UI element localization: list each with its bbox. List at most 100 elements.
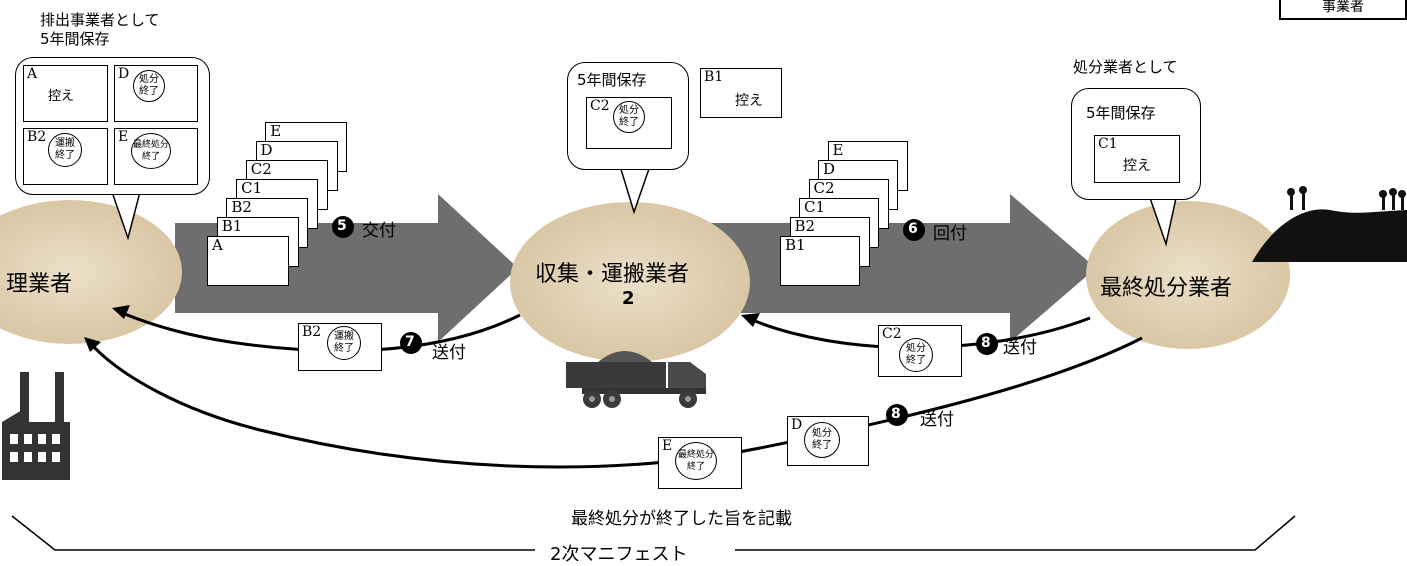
doc-code: C2 <box>882 326 902 342</box>
stamp-line1: 最終処分 <box>677 450 714 460</box>
step-6-number: 6 <box>908 221 918 237</box>
stamp-line1: 処分 <box>906 343 926 354</box>
sheet-code: B1 <box>785 236 806 254</box>
final-disposal-note: 最終処分が終了した旨を記載 <box>571 509 792 529</box>
doc-sub: 控え <box>735 93 763 109</box>
step-6-circle <box>903 219 925 241</box>
emitter-keep-label-1: 排出事業者として <box>40 11 160 29</box>
step-6-text: 回付 <box>933 224 967 244</box>
doc-sent-C2: C2 処分 終了 <box>878 325 962 377</box>
doc-emitter-B2: B2 運搬 終了 <box>23 128 108 185</box>
doc-code: D <box>118 66 130 82</box>
disposer-keep-label: 5年間保存 <box>1086 104 1156 122</box>
doc-code: D <box>791 417 803 433</box>
flow-arrow-2 <box>700 194 1096 342</box>
doc-carrier-B1: B1 控え <box>700 68 782 118</box>
stamp-line1: 処分 <box>139 74 159 85</box>
node-ellipse-left <box>0 200 182 344</box>
sheet-code: E <box>270 122 282 140</box>
stamp-line2: 終了 <box>619 117 639 128</box>
doc-code: E <box>118 129 129 145</box>
step-8a-circle <box>976 333 998 355</box>
step-5-text: 交付 <box>362 221 396 241</box>
truck-icon <box>566 351 706 408</box>
doc-code: E <box>662 438 673 454</box>
stamp: 運搬 終了 <box>327 326 361 360</box>
stamp-line1: 処分 <box>812 428 832 439</box>
step-5-circle <box>332 216 354 238</box>
disposer-storage-bubble: 5年間保存 C1 控え <box>1071 88 1201 200</box>
doc-code: B2 <box>302 324 322 340</box>
stamp-line2: 終了 <box>139 86 159 97</box>
stamp: 運搬 終了 <box>48 133 82 167</box>
sheet-code: C1 <box>804 198 826 216</box>
emitter-storage-bubble: A 控え D 処分 終了 B2 運搬 終了 E 最終処分 終了 <box>15 57 210 195</box>
node-emitter-label: 理業者 <box>6 272 73 297</box>
return-arrowhead-8a <box>741 313 760 327</box>
step-8b-circle <box>886 404 908 426</box>
return-line-8b <box>90 336 1143 469</box>
step-5-number: 5 <box>337 218 347 234</box>
doc-disposer-C1: C1 控え <box>1094 135 1180 183</box>
stamp: 最終処分 終了 <box>675 442 717 480</box>
forwarded-manifest-sheet: B1 <box>780 236 860 286</box>
factory-icon <box>2 372 70 480</box>
step-8b-text: 送付 <box>920 410 954 430</box>
doc-code: A <box>27 66 38 82</box>
doc-code: C2 <box>590 98 610 114</box>
node-ellipse-middle <box>510 202 750 362</box>
doc-sent-B2: B2 運搬 終了 <box>298 323 382 371</box>
carrier-storage-bubble: 5年間保存 C2 処分 終了 <box>567 62 689 170</box>
node-carrier-number: 2 <box>622 288 635 309</box>
doc-sub: 控え <box>48 89 75 104</box>
stamp: 処分 終了 <box>613 101 645 133</box>
emitter-keep-label-2: 5年間保存 <box>40 30 110 48</box>
doc-emitter-D: D 処分 終了 <box>114 65 198 122</box>
doc-code: C1 <box>1098 136 1118 152</box>
return-arrowhead-8b <box>84 337 101 352</box>
step-8b-number: 8 <box>891 406 901 422</box>
stamp: 処分 終了 <box>133 70 165 102</box>
doc-emitter-A: A 控え <box>23 65 108 122</box>
sheet-code: B2 <box>231 198 252 216</box>
doc-emitter-E: E 最終処分 終了 <box>114 128 198 185</box>
stamp-line1: 最終処分 <box>132 140 169 150</box>
return-line-7 <box>119 310 521 353</box>
stamp-line2: 終了 <box>906 355 926 366</box>
sheet-code: C1 <box>241 179 263 197</box>
sheet-code: C2 <box>813 179 835 197</box>
disposer-as-label: 処分業者として <box>1073 58 1178 76</box>
node-disposer-label: 最終処分業者 <box>1100 276 1233 301</box>
doc-sub: 控え <box>1123 158 1151 174</box>
stamp: 処分 終了 <box>804 422 840 458</box>
sheet-code: A <box>212 236 223 254</box>
return-arrowhead-7 <box>112 305 130 319</box>
doc-code: B1 <box>704 69 724 85</box>
issued-manifest-sheet: A <box>207 236 289 286</box>
landfill-icon <box>1252 186 1407 262</box>
step-7-circle <box>400 332 422 354</box>
step-7-number: 7 <box>405 334 415 350</box>
sheet-code: B2 <box>794 217 816 235</box>
stamp: 最終処分 終了 <box>131 133 171 169</box>
sheet-code: C2 <box>250 160 272 178</box>
node-ellipse-right <box>1086 201 1290 349</box>
doc-carrier-C2: C2 処分 終了 <box>586 97 672 149</box>
stamp-line2: 終了 <box>141 152 160 162</box>
corner-label: 事業者 <box>1279 0 1407 20</box>
stamp-line2: 終了 <box>686 462 705 472</box>
doc-sent-E: E 最終処分 終了 <box>658 437 742 489</box>
stamp-line1: 運搬 <box>334 331 354 342</box>
sheet-code: D <box>260 141 273 159</box>
bottom-bracket <box>11 515 1296 551</box>
step-7-text: 送付 <box>432 343 466 363</box>
step-8a-number: 8 <box>981 335 991 351</box>
carrier-keep-label: 5年間保存 <box>577 71 647 89</box>
stamp-line2: 終了 <box>334 343 354 354</box>
node-carrier-label: 収集・運搬業者 <box>535 262 690 287</box>
secondary-manifest-caption: 2次マニフェスト <box>550 544 688 565</box>
stamp-line2: 終了 <box>812 440 832 451</box>
sheet-code: E <box>832 141 844 159</box>
sheet-code: D <box>823 160 836 178</box>
